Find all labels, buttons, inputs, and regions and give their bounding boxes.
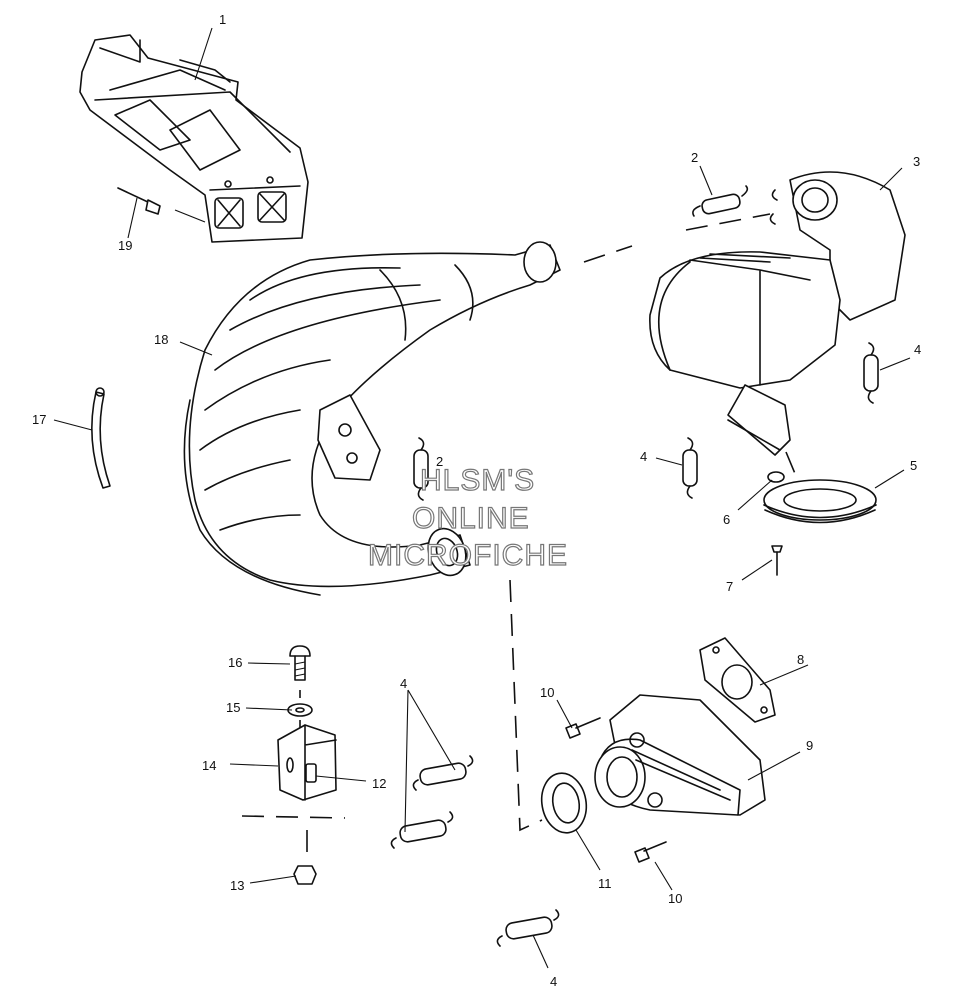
callout-17: 17 [32, 412, 46, 427]
mount-centerline [241, 690, 346, 858]
callout-1: 1 [219, 12, 226, 27]
part-19-rivet [117, 187, 161, 215]
callout-8: 8 [797, 652, 804, 667]
watermark-line-3: MICROFICHE [368, 539, 568, 572]
part-13-nut [293, 865, 317, 885]
part-14-bracket [277, 724, 337, 801]
callout-2-center: 2 [436, 454, 443, 469]
part-7-rivet [771, 545, 783, 576]
part-4-spring-center [413, 437, 429, 501]
callout-5: 5 [910, 458, 917, 473]
part-9-manifold [594, 694, 766, 816]
assembly-line-silencer-to-gasket [785, 451, 797, 477]
callout-4-right: 4 [914, 342, 921, 357]
part-4-spring-midright [682, 437, 698, 499]
part-16-bolt [289, 645, 311, 681]
callout-3: 3 [913, 154, 920, 169]
callout-4-bottom: 4 [550, 974, 557, 989]
part-6-washer [767, 471, 785, 483]
callout-12: 12 [372, 776, 386, 791]
part-2-spring-top [692, 185, 778, 225]
part-11-ring-seal [540, 772, 588, 834]
assembly-line-spring-to-silencer [685, 213, 771, 231]
callout-14: 14 [202, 758, 216, 773]
assembly-line-pipe-to-manifold [509, 579, 543, 832]
part-18-expansion-chamber [183, 241, 561, 596]
part-4-spring-lower-a [412, 755, 474, 791]
part-1-mounting-bracket [79, 34, 309, 243]
part-17-strap [91, 387, 111, 489]
callout-7: 7 [726, 579, 733, 594]
part-8-flange-gasket [699, 637, 776, 723]
callout-19: 19 [118, 238, 132, 253]
part-10-bolt-upper [565, 717, 601, 739]
part-4-spring-lower-b [390, 811, 454, 849]
callout-2-top: 2 [691, 150, 698, 165]
part-4-spring-bottom [496, 909, 560, 947]
callout-11: 11 [598, 876, 612, 891]
callout-15: 15 [226, 700, 240, 715]
callout-6: 6 [723, 512, 730, 527]
callout-16: 16 [228, 655, 242, 670]
assembly-line-pipe-to-silencer [583, 245, 633, 263]
watermark-line-1: HLSM'S [420, 464, 535, 497]
part-10-bolt-lower [634, 841, 667, 863]
callout-9: 9 [806, 738, 813, 753]
part-4-spring-right [863, 342, 879, 404]
watermark-line-2: ONLINE [412, 502, 530, 535]
part-12-nut-insert [305, 763, 317, 783]
part-3-silencer [649, 171, 906, 456]
callout-13: 13 [230, 878, 244, 893]
callout-10-lower: 10 [668, 891, 682, 906]
callout-10-upper: 10 [540, 685, 554, 700]
callout-18: 18 [154, 332, 168, 347]
leader-lines [53, 27, 911, 969]
callout-4-lower: 4 [400, 676, 407, 691]
part-5-gasket [763, 479, 877, 524]
watermark: HLSM'S ONLINE MICROFICHE [367, 463, 568, 572]
callout-4-midright: 4 [640, 449, 647, 464]
